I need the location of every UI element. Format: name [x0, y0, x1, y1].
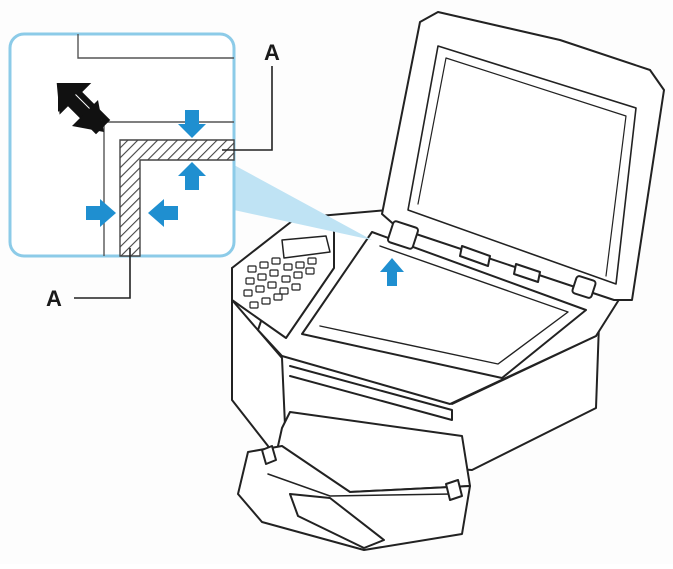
- output-slot: [289, 365, 453, 421]
- callout-glass-edge: [77, 34, 234, 59]
- printer-front-edge: [231, 299, 287, 449]
- scanner-lid-pad-inner: [417, 57, 627, 277]
- label-leaders: [74, 66, 273, 299]
- label-a-bottom: A: [46, 286, 62, 311]
- hatched-margin: [119, 139, 235, 257]
- control-panel-buttons: [243, 257, 317, 309]
- printer: [231, 11, 665, 551]
- lid-clip-1: [459, 245, 491, 267]
- arrow-left-icon: [148, 199, 178, 227]
- scanner-lid-pad: [407, 45, 637, 285]
- arrow-down-icon: [178, 110, 206, 138]
- scanner-lid: [381, 11, 665, 301]
- arrow-up-icon: [380, 258, 404, 286]
- tray-stop-left: [261, 445, 277, 465]
- scanner-glass: [301, 231, 587, 379]
- control-panel-screen: [281, 235, 331, 259]
- tray-extension-inner: [267, 473, 453, 497]
- leader-top: [222, 66, 273, 151]
- hinge-right: [571, 275, 597, 299]
- arrow-right-icon: [86, 199, 116, 227]
- hinge-left: [387, 220, 419, 250]
- tray-stop-right: [445, 479, 463, 501]
- tray-extension: [237, 445, 471, 551]
- lid-clip-2: [513, 263, 541, 283]
- leader-bottom: [74, 248, 131, 299]
- arrow-up-icon: [178, 162, 206, 190]
- callout-box: [8, 32, 236, 258]
- magnify-beam: [234, 165, 372, 240]
- label-a-top: A: [264, 40, 280, 65]
- scanner-glass-inner: [319, 245, 569, 365]
- diagonal-arrow-icon: [56, 83, 111, 135]
- tray-tab: [289, 493, 385, 549]
